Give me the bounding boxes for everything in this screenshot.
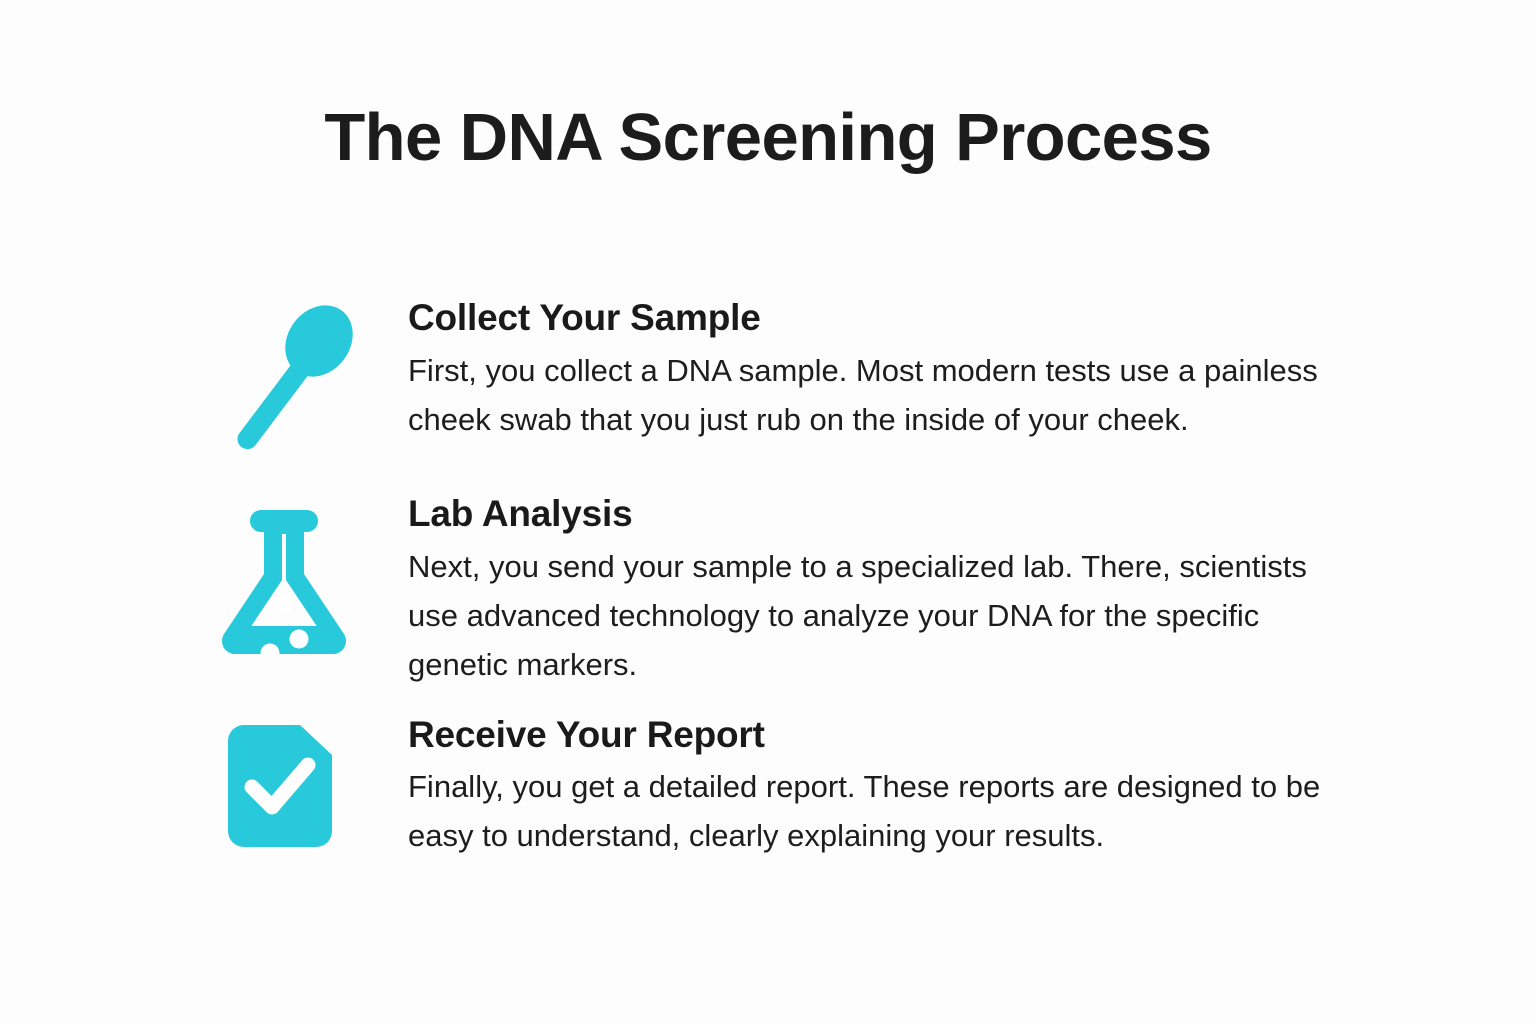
step-icon-container [196,296,408,468]
step-body: Collect Your Sample First, you collect a… [408,296,1376,444]
check-glyph [244,757,316,815]
step-description: Finally, you get a detailed report. Thes… [408,769,1321,854]
step-icon-container [196,713,408,847]
step-heading: Receive Your Report [408,713,765,755]
step-body: Lab Analysis Next, you send your sample … [408,492,1376,689]
report-check-icon [228,724,332,847]
process-steps-list: Collect Your Sample First, you collect a… [196,296,1376,860]
page-title: The DNA Screening Process [324,100,1212,175]
lab-flask-icon [220,506,348,656]
step-description: Next, you send your sample to a speciali… [408,548,1307,682]
cheek-swab-icon [206,300,358,468]
process-step-receive-your-report: Receive Your Report Finally, you get a d… [196,713,1376,861]
step-heading: Collect Your Sample [408,297,761,338]
step-description: First, you collect a DNA sample. Most mo… [408,352,1318,437]
flask-bubble [260,643,280,656]
flask-bubble [275,595,293,613]
process-step-lab-analysis: Lab Analysis Next, you send your sample … [196,492,1376,689]
step-body: Receive Your Report Finally, you get a d… [408,713,1376,861]
flask-bubble [289,629,309,649]
process-step-collect-your-sample: Collect Your Sample First, you collect a… [196,296,1376,468]
step-icon-container [196,492,408,656]
step-heading: Lab Analysis [408,493,633,534]
